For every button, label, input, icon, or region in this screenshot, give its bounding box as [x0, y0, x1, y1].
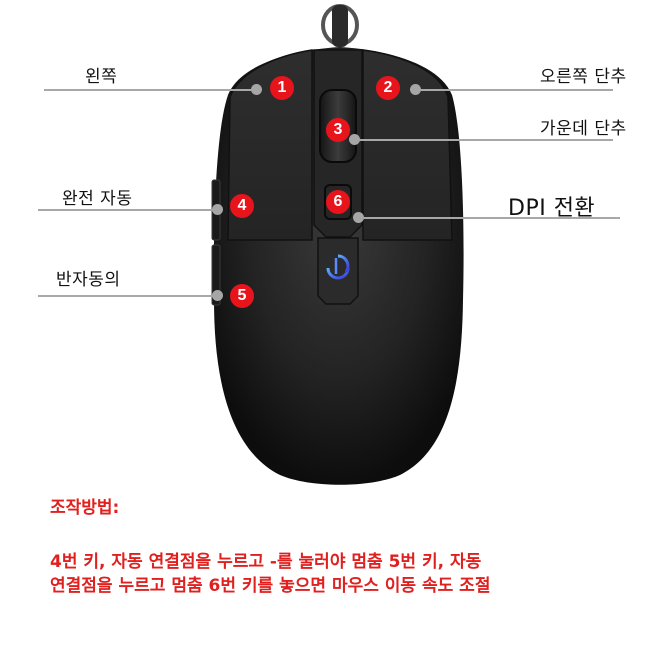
callout-label-right-button: 오른쪽 단추 — [540, 67, 627, 87]
instructions-line-1: 4번 키, 자동 연결점을 누르고 -를 눌러야 멈춤 5번 키, 자동 — [50, 552, 482, 572]
leader-line-1 — [44, 89, 258, 91]
badge-3: 3 — [326, 118, 350, 142]
instructions-line-2: 연결점을 누르고 멈춤 6번 키를 놓으면 마우스 이동 속도 조절 — [50, 576, 491, 596]
callout-label-dpi-switch: DPI 전환 — [508, 196, 596, 221]
callout-label-left-button: 왼쪽 — [85, 67, 118, 87]
leader-dot-1 — [251, 84, 262, 95]
callout-label-middle-button: 가운데 단추 — [540, 119, 627, 139]
leader-dot-3 — [349, 134, 360, 145]
callout-label-full-auto: 완전 자동 — [62, 189, 133, 209]
leader-dot-4 — [212, 204, 223, 215]
callout-label-semi-auto: 반자동의 — [56, 270, 121, 290]
leader-line-6 — [360, 217, 620, 219]
leader-line-2 — [418, 89, 613, 91]
brand-logo-icon — [326, 254, 350, 280]
badge-4: 4 — [230, 194, 254, 218]
badge-1: 1 — [270, 76, 294, 100]
badge-6: 6 — [326, 190, 350, 214]
leader-line-5 — [38, 295, 218, 297]
leader-line-4 — [38, 209, 218, 211]
leader-line-3 — [356, 139, 613, 141]
logo-plate — [317, 237, 359, 305]
left-button — [227, 49, 313, 241]
leader-dot-6 — [353, 212, 364, 223]
instructions-title: 조작방법: — [50, 498, 120, 518]
leader-dot-5 — [212, 290, 223, 301]
leader-dot-2 — [410, 84, 421, 95]
cable — [321, 4, 359, 47]
instructions-body: 4번 키, 자동 연결점을 누르고 -를 눌러야 멈춤 5번 키, 자동 연결점… — [50, 550, 630, 598]
badge-2: 2 — [376, 76, 400, 100]
badge-5: 5 — [230, 284, 254, 308]
